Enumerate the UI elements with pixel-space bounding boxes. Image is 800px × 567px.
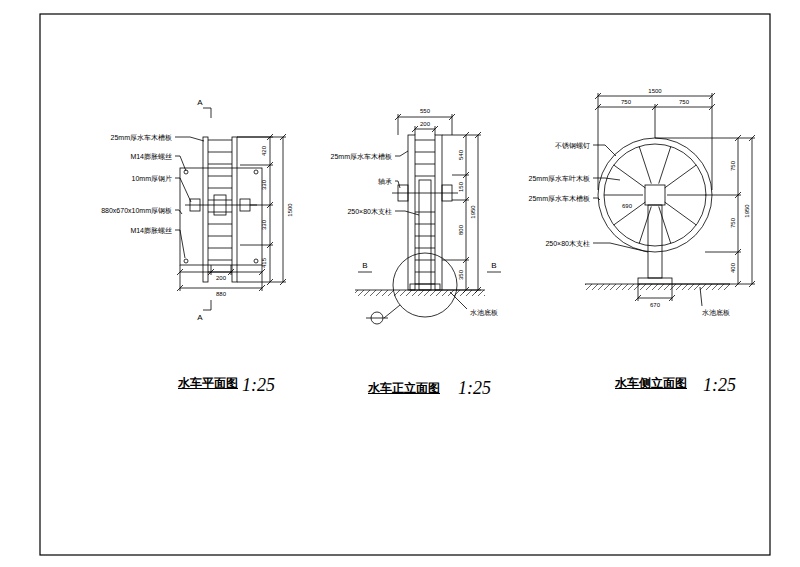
callout-label: 250×80木支柱 [545, 240, 590, 247]
view-title: 水车平面图 [178, 377, 238, 389]
dimension-text: 1950 [744, 204, 750, 217]
dimension-text: 750 [730, 218, 736, 228]
dimension-text: 200 [216, 275, 226, 281]
scale-text: 1:25 [458, 379, 491, 397]
callout-label: 25mm厚水车木槽板 [331, 153, 392, 160]
dimension-text: 330 [261, 180, 267, 190]
callout-label: 25mm厚水车叶木板 [529, 175, 590, 182]
dimension-text: 1500 [287, 203, 293, 216]
callout-label: 轴承 [378, 178, 392, 185]
scale-text: 1:25 [703, 376, 736, 394]
view-title: 水车侧立面图 [615, 377, 687, 389]
callout-label: 不锈钢螺钉 [555, 142, 590, 149]
callout-label: M14膨胀螺丝 [130, 227, 172, 234]
dimension-text: 400 [730, 263, 736, 273]
section-mark: A [197, 99, 202, 107]
dimension-text: 750 [621, 99, 631, 105]
callout-label: 水池底板 [470, 309, 498, 316]
dimension-text: 200 [420, 121, 430, 127]
dimension-text: 750 [730, 161, 736, 171]
dimension-text: 690 [622, 203, 632, 209]
dimension-text: 415 [261, 258, 267, 268]
callout-label: M14膨胀螺丝 [130, 153, 172, 160]
dimension-text: 150 [458, 182, 464, 192]
callout-label: 25mm厚水车木槽板 [529, 195, 590, 202]
callout-label: 25mm厚水车木槽板 [111, 134, 172, 141]
section-mark: B [362, 262, 367, 270]
dimension-text: 1500 [648, 88, 661, 94]
dimension-text: 330 [261, 220, 267, 230]
dimension-text: 800 [458, 225, 464, 235]
callout-label: 10mm厚钢片 [132, 175, 172, 182]
callout-label: 水池底板 [702, 309, 730, 316]
dimension-text: 350 [458, 270, 464, 280]
dimension-text: 550 [420, 108, 430, 114]
callout-label: 880x670x10mm厚钢板 [101, 207, 172, 214]
scale-text: 1:25 [242, 376, 275, 394]
dimension-text: 880 [216, 291, 226, 297]
callout-label: 250×80木支柱 [347, 208, 392, 215]
section-mark: B [491, 262, 496, 270]
dimension-text: 420 [261, 146, 267, 156]
section-mark: A [197, 314, 202, 322]
view-title: 水车正立面图 [368, 382, 440, 394]
dimension-text: 670 [650, 302, 660, 308]
dimension-text: 750 [679, 99, 689, 105]
dimension-text: 1950 [470, 205, 476, 218]
dimension-text: 540 [458, 150, 464, 160]
